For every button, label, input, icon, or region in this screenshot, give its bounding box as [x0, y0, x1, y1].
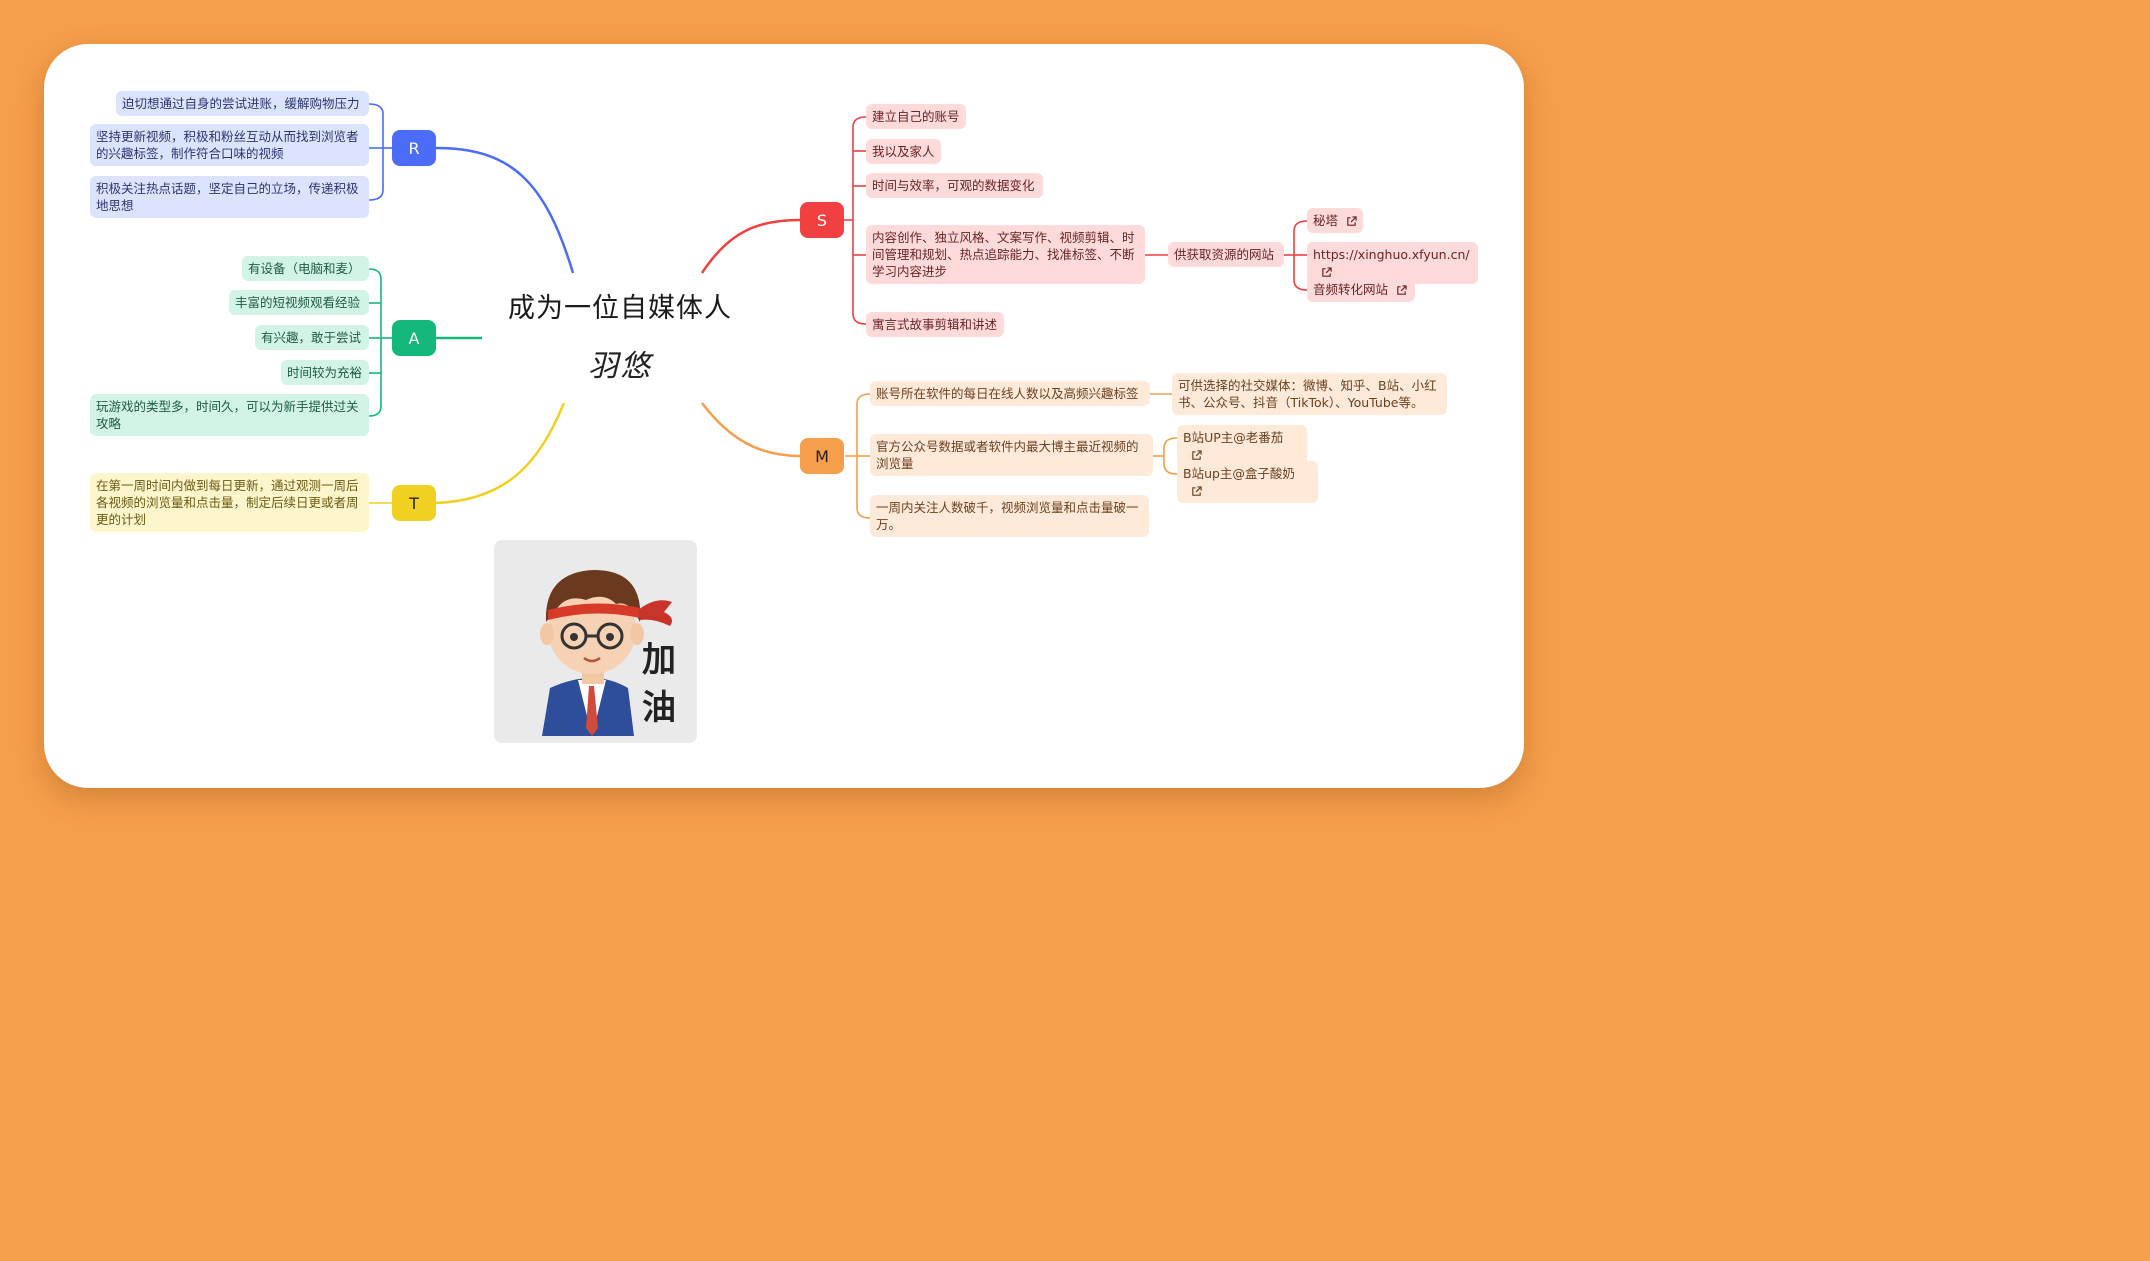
branch-s-badge[interactable]: S — [800, 202, 844, 238]
m-media-note[interactable]: 可供选择的社交媒体：微博、知乎、B站、小红书、公众号、抖音（TikTok）、Yo… — [1172, 373, 1447, 415]
signature-image: 羽悠 — [588, 349, 652, 384]
s-resource-topic[interactable]: 供获取资源的网站 — [1168, 242, 1284, 267]
r-item-1[interactable]: 迫切想通过自身的尝试进账，缓解购物压力 — [116, 91, 369, 116]
branch-m-badge[interactable]: M — [800, 438, 844, 474]
s-item-4[interactable]: 内容创作、独立风格、文案写作、视频剪辑、时间管理和规划、热点追踪能力、找准标签、… — [866, 225, 1145, 284]
branch-a-badge[interactable]: A — [392, 320, 436, 356]
r-item-2[interactable]: 坚持更新视频，积极和粉丝互动从而找到浏览者的兴趣标签，制作符合口味的视频 — [90, 124, 369, 166]
s-resource-link-1[interactable]: 秘塔 — [1307, 208, 1363, 233]
external-link-icon[interactable] — [1191, 486, 1202, 497]
sticker-text-line1: 加 — [642, 640, 676, 680]
r-item-3[interactable]: 积极关注热点话题，坚定自己的立场，传递积极地思想 — [90, 176, 369, 218]
t-item-1[interactable]: 在第一周时间内做到每日更新，通过观测一周后各视频的浏览量和点击量，制定后续日更或… — [90, 473, 369, 532]
m-item-3[interactable]: 一周内关注人数破千，视频浏览量和点击量破一万。 — [870, 495, 1149, 537]
s-resource-link-3[interactable]: 音频转化网站 — [1307, 277, 1415, 302]
external-link-icon[interactable] — [1321, 267, 1332, 278]
s-item-5[interactable]: 寓言式故事剪辑和讲述 — [866, 312, 1004, 337]
cartoon-boy-illustration — [540, 570, 672, 736]
a-item-2[interactable]: 丰富的短视频观看经验 — [229, 290, 369, 315]
m-blogger-link-2[interactable]: B站up主@盒子酸奶 — [1177, 461, 1318, 503]
branch-t-badge[interactable]: T — [392, 485, 436, 521]
s-item-2[interactable]: 我以及家人 — [866, 139, 941, 164]
m-item-2[interactable]: 官方公众号数据或者软件内最大博主最近视频的浏览量 — [870, 434, 1153, 476]
a-item-1[interactable]: 有设备（电脑和麦） — [242, 256, 369, 281]
cheer-sticker-image[interactable]: 加 油 — [494, 540, 697, 743]
s-item-3[interactable]: 时间与效率，可观的数据变化 — [866, 173, 1043, 198]
m-blogger-link-1[interactable]: B站UP主@老番茄 — [1177, 425, 1307, 467]
m-item-1[interactable]: 账号所在软件的每日在线人数以及高频兴趣标签 — [870, 381, 1150, 406]
a-item-5[interactable]: 玩游戏的类型多，时间久，可以为新手提供过关攻略 — [90, 394, 369, 436]
a-item-4[interactable]: 时间较为充裕 — [281, 360, 369, 385]
external-link-icon[interactable] — [1191, 450, 1202, 461]
branch-r-badge[interactable]: R — [392, 130, 436, 166]
s-item-1[interactable]: 建立自己的账号 — [866, 104, 966, 129]
root-topic[interactable]: 成为一位自媒体人 — [508, 293, 732, 324]
external-link-icon[interactable] — [1396, 285, 1407, 296]
a-item-3[interactable]: 有兴趣，敢于尝试 — [255, 325, 369, 350]
external-link-icon[interactable] — [1346, 216, 1357, 227]
sticker-text-line2: 油 — [642, 688, 676, 728]
